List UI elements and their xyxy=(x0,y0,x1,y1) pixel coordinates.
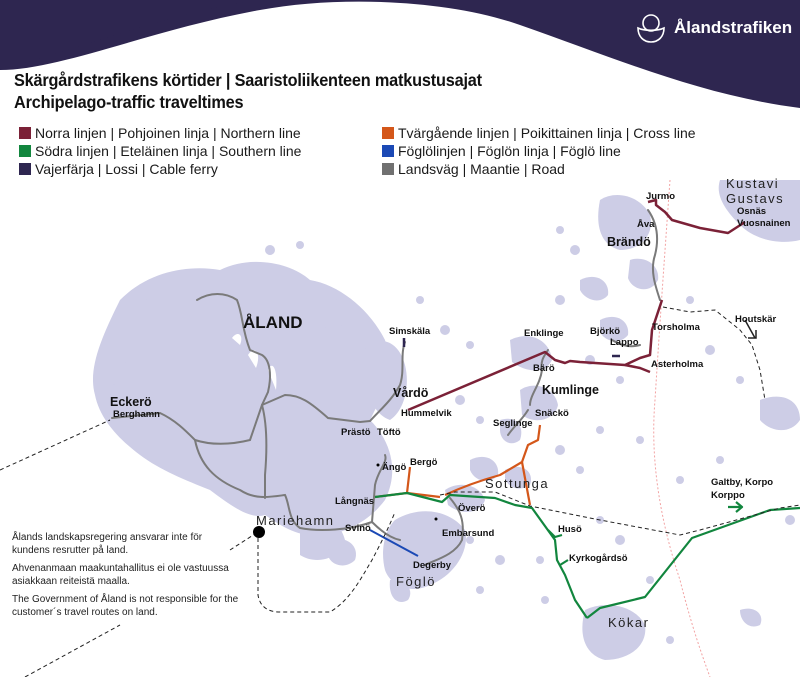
header-wave xyxy=(0,0,800,108)
page-subtitle: Archipelago-traffic traveltimes xyxy=(14,92,244,112)
foglo-line-swatch-icon xyxy=(382,145,394,157)
place-ango: Ängö xyxy=(382,462,407,473)
place-huso: Husö xyxy=(558,524,582,535)
place-ava: Åva xyxy=(637,219,655,230)
legend-label: Tvärgående linjen | Poikittainen linja |… xyxy=(398,125,696,141)
place-eckero: Eckerö xyxy=(110,395,152,409)
place-jurmo: Jurmo xyxy=(646,191,676,202)
disclaimer-fi: Ahvenanmaan maakuntahallitus ei ole vast… xyxy=(12,563,229,587)
area-label-gustavs: Gustavs xyxy=(726,191,785,206)
land-masses xyxy=(92,180,800,660)
disclaimer-sv: Ålands landskapsregering ansvarar inte f… xyxy=(12,532,203,556)
legend-item-cross-line: Tvärgående linjen | Poikittainen linja |… xyxy=(382,125,696,141)
legend-label: Landsväg | Maantie | Road xyxy=(398,161,565,177)
place-galtby-korpo: Galtby, Korpo xyxy=(711,477,774,488)
place-vuosnainen: Vuosnainen xyxy=(737,218,791,229)
area-label-kokar: Kökar xyxy=(608,615,650,630)
place-osnas: Osnäs xyxy=(737,206,767,217)
legend-item-northern-line: Norra linjen | Pohjoinen linja | Norther… xyxy=(19,125,301,141)
place-brando: Brändö xyxy=(607,235,651,249)
cable-ferry-swatch-icon xyxy=(19,163,31,175)
legend-item-cable-ferry: Vajerfärja | Lossi | Cable ferry xyxy=(19,161,218,177)
place-degerby: Degerby xyxy=(413,560,452,571)
place-houtskar: Houtskär xyxy=(735,314,777,325)
place-hummelvik: Hummelvik xyxy=(401,408,452,419)
place-korppo: Korppo xyxy=(711,490,745,501)
northern-line xyxy=(407,198,746,412)
legend-item-foglo-line: Föglölinjen | Föglön linja | Föglö line xyxy=(382,143,621,159)
place-prasto: Prästö xyxy=(341,427,371,438)
mariehamn-dot xyxy=(253,526,265,538)
place-bergo: Bergö xyxy=(410,457,438,468)
place-bjorko: Björkö xyxy=(590,326,621,337)
legend-label: Föglölinjen | Föglön linja | Föglö line xyxy=(398,143,621,159)
legend-item-southern-line: Södra linjen | Eteläinen linja | Souther… xyxy=(19,143,301,159)
legend-label: Södra linjen | Eteläinen linja | Souther… xyxy=(35,143,302,159)
alandstrafiken-logo-icon xyxy=(637,14,665,43)
place-torsholma: Torsholma xyxy=(652,322,700,333)
brand-logo[interactable]: Ålandstrafiken xyxy=(636,12,792,44)
road-swatch-icon xyxy=(382,163,394,175)
legend-item-road: Landsväg | Maantie | Road xyxy=(382,161,565,177)
place-tofto: Töftö xyxy=(377,427,401,438)
place-svino: Svinö xyxy=(345,523,371,534)
disclaimer-en: The Government of Åland is not responsib… xyxy=(12,594,239,618)
place-snacko: Snäckö xyxy=(535,408,569,419)
place-asterholma: Asterholma xyxy=(651,359,704,370)
border-line xyxy=(653,179,711,677)
roads xyxy=(111,209,661,566)
brand-name: Ålandstrafiken xyxy=(674,18,793,37)
place-vardo: Vårdö xyxy=(393,386,429,400)
dashed-routes xyxy=(0,306,800,677)
area-label-mariehamn: Mariehamn xyxy=(256,513,335,528)
cross-line-swatch-icon xyxy=(382,127,394,139)
place-lappo: Lappo xyxy=(610,337,639,348)
place-overo: Överö xyxy=(458,503,486,514)
disclaimer: Ålands landskapsregering ansvarar inte f… xyxy=(12,531,242,624)
place-simskala: Simskäla xyxy=(389,326,431,337)
page-title: Skärgårdstrafikens körtider | Saaristoli… xyxy=(14,70,482,90)
area-label-sottunga: Sottunga xyxy=(485,476,550,491)
place-kumlinge: Kumlinge xyxy=(542,383,599,397)
place-baro: Bärö xyxy=(533,363,555,374)
place-langnas: Långnäs xyxy=(335,496,375,507)
southern-line-swatch-icon xyxy=(19,145,31,157)
foglo-line xyxy=(369,529,419,557)
northern-line-swatch-icon xyxy=(19,127,31,139)
place-seglinge: Seglinge xyxy=(493,418,533,429)
region-label-aland: ÅLAND xyxy=(243,313,303,332)
legend-label: Vajerfärja | Lossi | Cable ferry xyxy=(35,161,218,177)
legend-label: Norra linjen | Pohjoinen linja | Norther… xyxy=(35,125,301,141)
place-embarsund: Embarsund xyxy=(442,528,495,539)
area-label-kustavi: Kustavi xyxy=(726,176,780,191)
area-label-foglo: Föglö xyxy=(396,574,437,589)
place-enklinge: Enklinge xyxy=(524,328,564,339)
place-kyrkogardso: Kyrkogårdsö xyxy=(569,553,628,564)
place-berghamn: Berghamn xyxy=(113,409,160,420)
